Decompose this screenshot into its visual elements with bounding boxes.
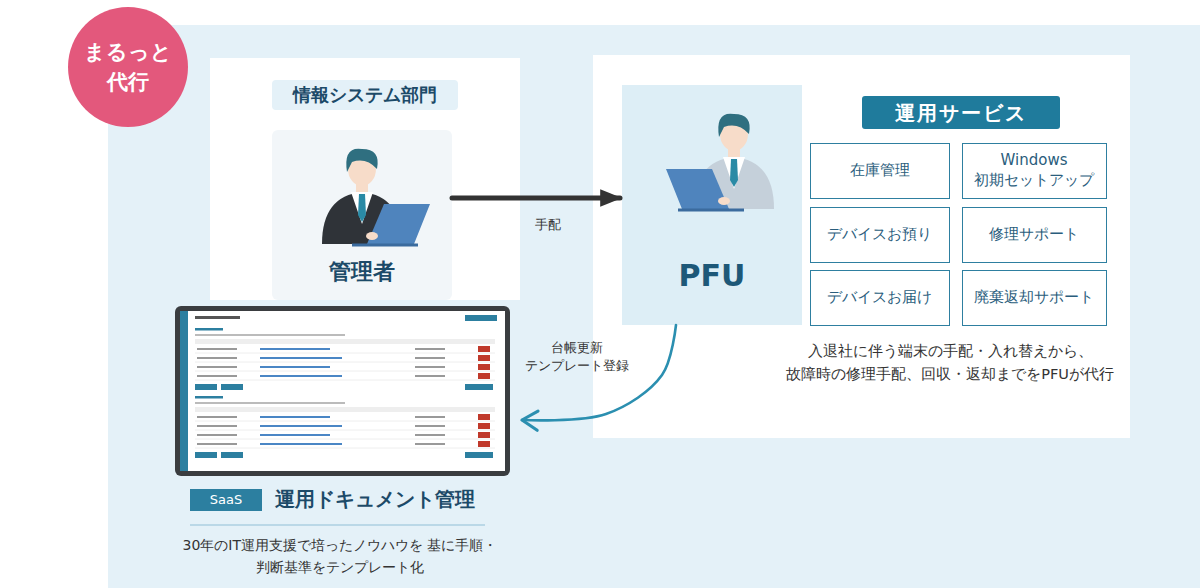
service-description: 入退社に伴う端末の手配・入れ替えから、 故障時の修理手配、回収・返却までをPFU…	[775, 340, 1125, 392]
product-description: 30年のIT運用支援で培ったノウハウを 基に手順・判断基準をテンプレート化	[170, 535, 510, 583]
service-box: 廃棄返却サポート	[962, 270, 1107, 326]
underline	[190, 524, 485, 525]
service-box: 修理サポート	[962, 207, 1107, 263]
person	[322, 149, 430, 245]
edge-label: 台帳更新 テンプレート登録	[512, 339, 642, 375]
department-panel: 情報システム部門管理者	[210, 58, 520, 300]
service-heading: 運用サービス	[862, 96, 1060, 129]
badge-circle: まるっと 代行	[68, 7, 188, 127]
service-panel: 運用サービス入退社に伴う端末の手配・入れ替えから、 故障時の修理手配、回収・返却…	[593, 55, 1130, 438]
panel-heading: 情報システム部門	[272, 80, 458, 110]
product-name: 運用ドキュメント管理	[275, 485, 510, 513]
edge-label: 手配	[518, 216, 578, 234]
service-label: 廃棄返却サポート	[963, 271, 1105, 324]
service-label: デバイスお預り	[811, 208, 948, 261]
saas-panel: SaaS 運用ドキュメント管理 30年のIT運用支援で培ったノウハウを 基に手順・判…	[170, 303, 520, 583]
admin-box: 管理者	[272, 130, 452, 300]
service-box: Windows 初期セットアップ	[962, 143, 1107, 199]
saas-badge: SaaS	[190, 489, 262, 511]
badge-text: まるっと 代行	[68, 7, 188, 127]
service-box: 在庫管理	[810, 143, 950, 199]
service-label: 修理サポート	[963, 208, 1105, 261]
role-label: 管理者	[272, 252, 452, 292]
provider-name: PFU	[622, 251, 802, 299]
app-screen	[175, 306, 510, 476]
service-label: デバイスお届け	[811, 271, 948, 324]
service-label: 在庫管理	[811, 144, 948, 197]
service-box: デバイスお預り	[810, 207, 950, 263]
service-box: デバイスお届け	[810, 270, 950, 326]
service-label: Windows 初期セットアップ	[963, 144, 1105, 197]
provider-box: PFU	[622, 85, 802, 325]
ground-panel	[108, 25, 1200, 588]
person	[666, 114, 774, 210]
